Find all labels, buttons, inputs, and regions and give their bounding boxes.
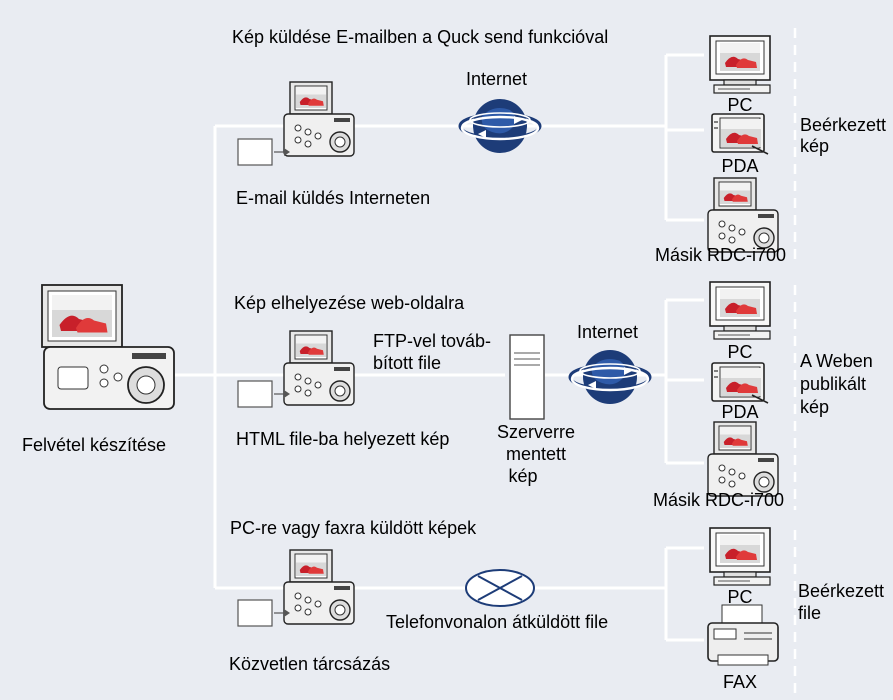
fax-icon bbox=[707, 604, 779, 666]
row3-device-fax-label: FAX bbox=[722, 672, 757, 692]
row1-result-label-line1: Beérkezett bbox=[800, 115, 887, 135]
row2-camera-icon bbox=[284, 331, 354, 405]
row2-document-icon bbox=[237, 380, 291, 408]
source-camera-icon bbox=[41, 284, 175, 410]
row2-camera-recipient-icon bbox=[708, 422, 778, 496]
row2-network-label: Internet bbox=[577, 322, 639, 342]
row1-network-label: Internet bbox=[466, 69, 528, 89]
row1-device-pc-label: PC bbox=[727, 95, 753, 115]
row2-result-label-line3: kép bbox=[800, 397, 830, 417]
row3-method-label: Közvetlen tárcsázás bbox=[229, 654, 391, 674]
row2-transfer-label-line1: FTP-vel továb- bbox=[373, 331, 492, 351]
row2-pda-icon bbox=[712, 363, 768, 403]
row1-method-label: E-mail küldés Interneten bbox=[236, 188, 431, 208]
row1-device-camera-label: Másik RDC-i700 bbox=[655, 245, 787, 265]
row3-heading: PC-re vagy faxra küldött képek bbox=[230, 518, 477, 538]
row2-result-label-line2: publikált bbox=[800, 374, 867, 394]
row3-result-label-line2: file bbox=[798, 603, 822, 623]
row3-camera-icon bbox=[284, 550, 354, 624]
server-icon bbox=[509, 334, 545, 420]
source-camera-label: Felvétel készítése bbox=[22, 435, 167, 455]
row2-internet-globe-icon bbox=[568, 348, 652, 406]
row2-result-label-line1: A Weben bbox=[800, 351, 873, 371]
row1-pda-icon bbox=[712, 114, 768, 154]
row3-pc-icon bbox=[710, 528, 770, 585]
row1-heading: Kép küldése E-mailben a Quck send funkci… bbox=[232, 27, 609, 47]
row2-transfer-label-line2: bított file bbox=[373, 353, 442, 373]
server-label-line2: mentett bbox=[505, 444, 567, 464]
row2-device-pda-label: PDA bbox=[721, 402, 759, 422]
row2-method-label: HTML file-ba helyezett kép bbox=[236, 429, 450, 449]
connection-lines bbox=[175, 53, 704, 642]
row1-pc-icon bbox=[710, 36, 770, 93]
row1-camera-icon bbox=[284, 82, 354, 156]
row2-pc-icon bbox=[710, 282, 770, 339]
row3-document-icon bbox=[237, 599, 291, 627]
row2-heading: Kép elhelyezése web-oldalra bbox=[234, 293, 465, 313]
row1-camera-recipient-icon bbox=[708, 178, 778, 252]
phone-line-icon bbox=[465, 569, 535, 607]
row3-device-pc-label: PC bbox=[727, 587, 753, 607]
server-label-line3: kép bbox=[508, 466, 538, 486]
server-label-line1: Szerverre bbox=[496, 422, 576, 442]
row1-device-pda-label: PDA bbox=[721, 156, 759, 176]
row1-document-icon bbox=[237, 138, 291, 166]
row3-network-label: Telefonvonalon átküldött file bbox=[386, 612, 609, 632]
row1-result-label-line2: kép bbox=[800, 136, 830, 156]
row3-result-label-line1: Beérkezett bbox=[798, 581, 885, 601]
row2-device-pc-label: PC bbox=[727, 342, 753, 362]
row2-device-camera-label: Másik RDC-i700 bbox=[653, 490, 785, 510]
